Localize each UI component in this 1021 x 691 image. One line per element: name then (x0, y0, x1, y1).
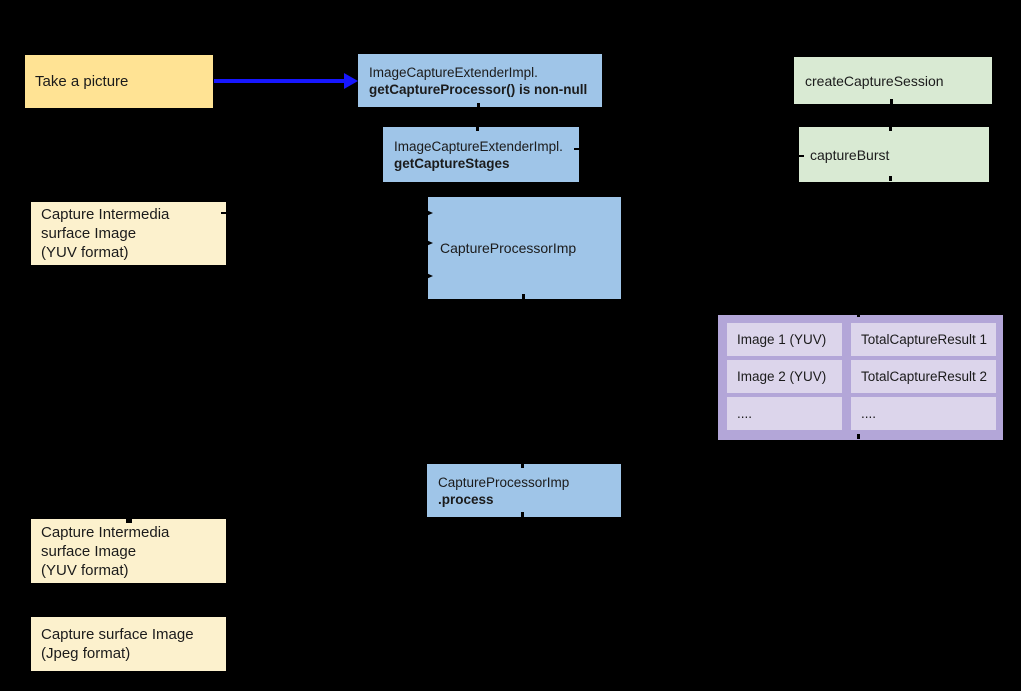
incoming-arrowhead-icon (424, 239, 433, 247)
node-capture-burst: captureBurst (799, 127, 989, 182)
connector-stub (889, 127, 892, 131)
connector-stub (521, 512, 524, 517)
flow-arrow-line (214, 79, 348, 83)
node-capture-intermedia-surface-top: Capture Intermedia surface Image (YUV fo… (31, 202, 226, 265)
connector-stub (221, 212, 227, 214)
incoming-arrowhead-icon (424, 209, 433, 217)
node-take-a-picture: Take a picture (25, 55, 213, 108)
node-get-capture-stages: ImageCaptureExtenderImpl. getCaptureStag… (383, 127, 579, 182)
connector-stub (476, 127, 479, 131)
table-cell: Image 2 (YUV) (727, 360, 842, 393)
node-label: Capture Intermedia surface Image (YUV fo… (41, 206, 170, 261)
connector-stub (799, 155, 804, 157)
node-capture-processor: CaptureProcessorImp (428, 197, 621, 299)
node-label: Capture Intermedia surface Image (YUV fo… (41, 523, 170, 579)
table-cell: .... (727, 397, 842, 430)
node-label-line1: ImageCaptureExtenderImpl. (369, 64, 538, 80)
node-label: Take a picture (35, 73, 129, 90)
connector-stub (889, 176, 892, 181)
connector-stub (890, 99, 893, 104)
connector-stub (574, 148, 579, 150)
table-cell: TotalCaptureResult 1 (851, 323, 996, 356)
connector-stub (522, 294, 525, 299)
table-cell: Image 1 (YUV) (727, 323, 842, 356)
node-get-capture-processor: ImageCaptureExtenderImpl. getCaptureProc… (358, 54, 602, 107)
connector-stub (857, 313, 860, 317)
connector-stub (126, 519, 132, 523)
node-label: CaptureProcessorImp (440, 240, 577, 256)
table-cell: .... (851, 397, 996, 430)
connector-stub (521, 464, 524, 468)
node-label-line2: getCaptureStages (394, 155, 510, 171)
node-capture-surface-jpeg: Capture surface Image (Jpeg format) (31, 617, 226, 671)
table-cell: TotalCaptureResult 2 (851, 360, 996, 393)
node-label-line2: getCaptureProcessor() is non-null (369, 81, 588, 97)
node-label-line1: ImageCaptureExtenderImpl. (394, 138, 563, 154)
flow-arrow-head-icon (344, 73, 358, 89)
node-capture-processor-process: CaptureProcessorImp .process (427, 464, 621, 517)
node-label: captureBurst (810, 146, 890, 163)
capture-results-table: Image 1 (YUV) TotalCaptureResult 1 Image… (718, 315, 1003, 440)
node-label: createCaptureSession (805, 72, 944, 89)
node-capture-intermedia-surface-bottom: Capture Intermedia surface Image (YUV fo… (31, 519, 226, 583)
node-label: Capture surface Image (Jpeg format) (41, 626, 194, 662)
connector-stub (477, 103, 480, 108)
node-create-capture-session: createCaptureSession (794, 57, 992, 104)
connector-stub (857, 434, 860, 439)
node-label-line1: CaptureProcessorImp (438, 474, 570, 490)
node-label-line2: .process (438, 491, 494, 507)
incoming-arrowhead-icon (424, 272, 433, 280)
